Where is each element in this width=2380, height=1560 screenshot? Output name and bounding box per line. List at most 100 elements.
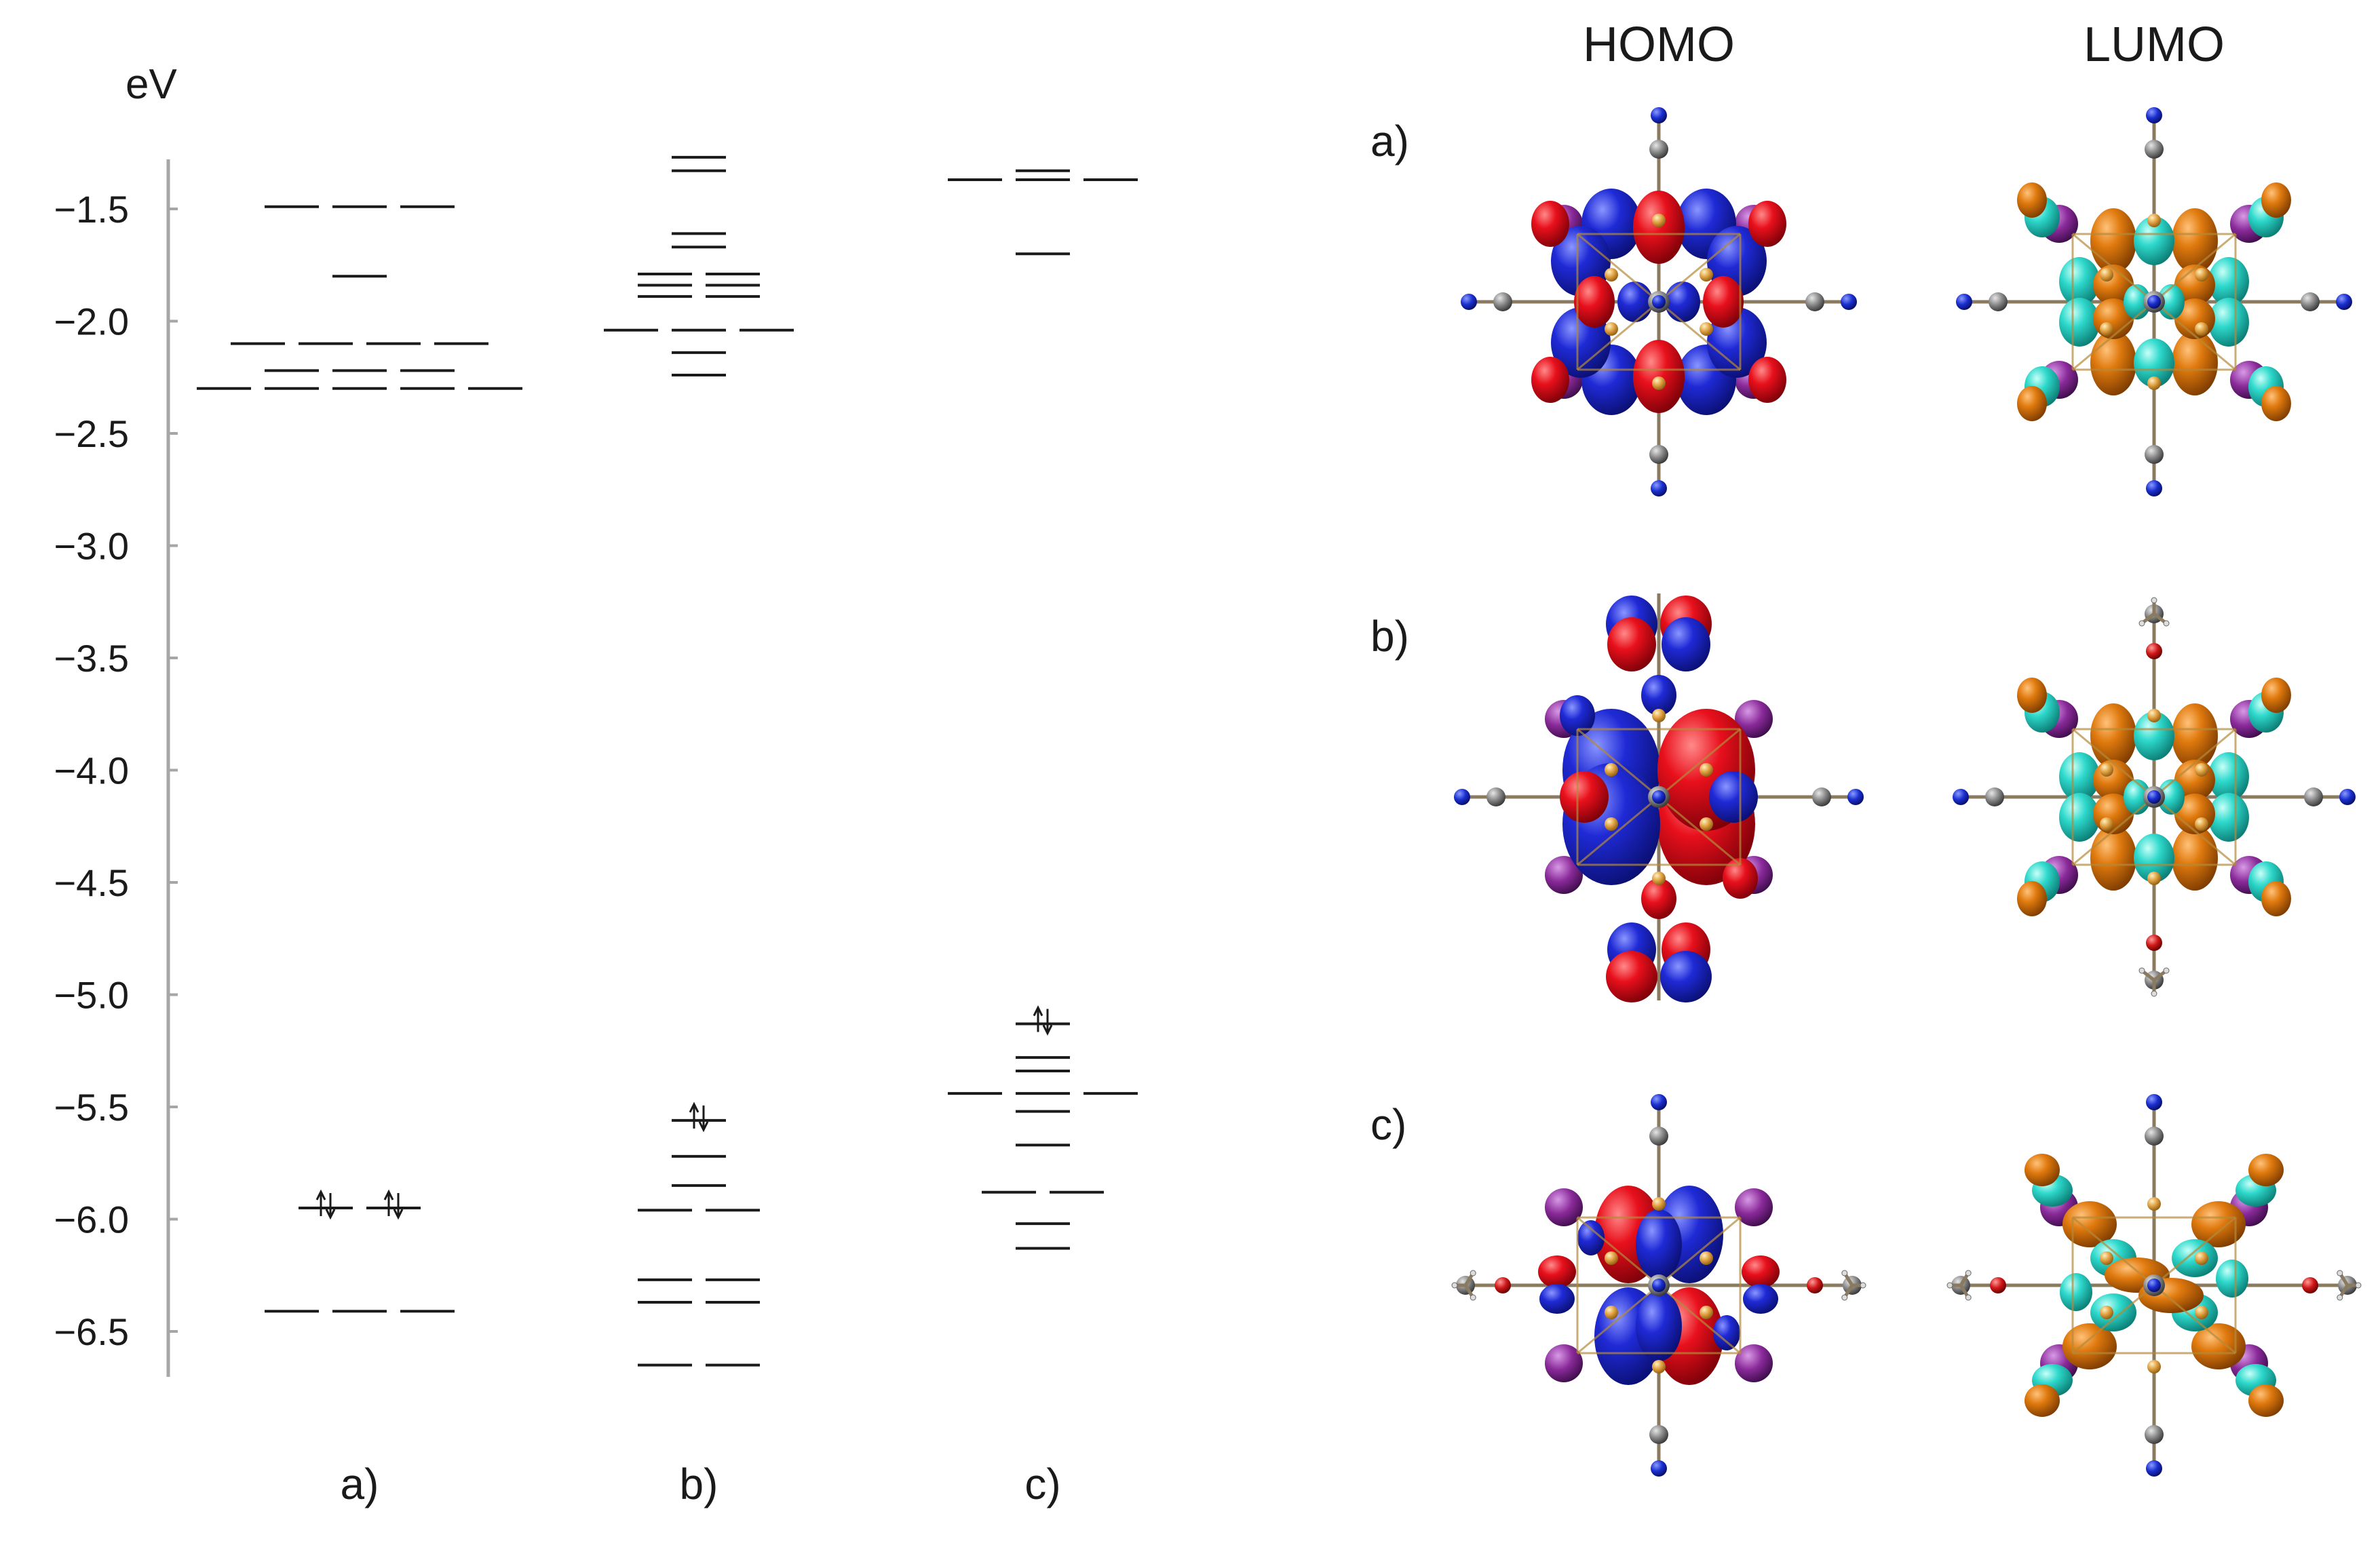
metal-atom (2147, 1197, 2161, 1211)
hydrogen-atom (2163, 967, 2170, 974)
carbon-atom (1985, 787, 2004, 806)
carbon-atom (2145, 1425, 2164, 1444)
energy-level (299, 1189, 421, 1220)
spin-down-arrow (698, 1105, 709, 1133)
oxygen-atom (2146, 643, 2162, 659)
metal-atom (2147, 1360, 2161, 1373)
hydrogen-atom (2151, 597, 2157, 604)
nitrogen-atom (1461, 294, 1477, 310)
orbital-panel: HOMO LUMO a)b)c) (1370, 18, 2362, 1477)
metal-atom (2100, 763, 2113, 777)
column-label: c) (1024, 1460, 1060, 1508)
energy-levels (197, 155, 1138, 1367)
halide-atom (1545, 856, 1583, 894)
metal-atom (1700, 268, 1713, 281)
hydrogen-atom (2138, 620, 2145, 627)
orbital-lobe (2090, 330, 2136, 395)
spin-down-arrow (1042, 1009, 1053, 1036)
orbital-lobe (2059, 793, 2100, 842)
orbital-lobe (2208, 793, 2249, 842)
metal-atom (1605, 1251, 1618, 1265)
orbital-lobe (2208, 298, 2249, 347)
metal-atom (2147, 214, 2161, 227)
orbital-lobe (2172, 703, 2218, 768)
lumo-isosurface (1946, 1094, 2362, 1477)
hydrogen-atom (2163, 620, 2170, 627)
orbital-lobe (1742, 1255, 1780, 1288)
orbital-lobe (2248, 1154, 2284, 1186)
column-labels: a)b)c) (341, 1460, 1061, 1508)
orbital-lobe (2059, 298, 2100, 347)
orbital-lobe (1641, 878, 1676, 919)
nitrogen-atom (1651, 1460, 1667, 1477)
orbital-lobe (1743, 1284, 1778, 1314)
metal-atom (1605, 322, 1618, 336)
carbon-atom (1649, 1425, 1668, 1444)
orbital-lobe (1636, 1209, 1682, 1280)
spin-down-arrow (393, 1192, 404, 1220)
lumo-isosurface (1956, 107, 2352, 496)
hydrogen-atom (2138, 967, 2145, 974)
metal-atom (1700, 1306, 1713, 1319)
carbon-atom (1989, 292, 2008, 311)
orbital-lobe (2261, 881, 2291, 916)
nitrogen-atom (1847, 789, 1864, 805)
halide-atom (1545, 1344, 1583, 1382)
nitrogen-atom (2339, 789, 2356, 805)
metal-atom (1605, 817, 1618, 831)
metal-atom (1700, 763, 1713, 777)
metal-atom (2195, 763, 2208, 777)
y-axis-unit-label: eV (126, 61, 177, 108)
metal-atom (1700, 1251, 1713, 1265)
orbital-lobe (1723, 858, 1758, 899)
orbital-lobe (1577, 1220, 1605, 1255)
hydrogen-atom (1965, 1270, 1972, 1276)
orbital-lobe (2024, 1384, 2060, 1417)
orbital-lobe (1636, 1291, 1682, 1361)
y-axis-ticks: −1.5−2.0−2.5−3.0−3.5−4.0−4.5−5.0−5.5−6.0… (54, 188, 178, 1353)
y-tick-label: −6.5 (54, 1310, 129, 1353)
carbon-atom (1649, 445, 1668, 464)
orbital-lobe (1662, 617, 1710, 671)
orbital-lobe (2134, 216, 2174, 265)
oxygen-atom (1807, 1277, 1823, 1293)
orbital-lobe (2059, 752, 2100, 801)
nitrogen-atom (1454, 789, 1470, 805)
orbital-lobe (1606, 951, 1657, 1002)
orbital-lobe (2216, 1260, 2248, 1298)
central-nitrogen-atom (2147, 295, 2161, 309)
orbital-lobe (2062, 1323, 2117, 1369)
metal-atom (2100, 1306, 2113, 1319)
orbital-lobe (2024, 1154, 2060, 1186)
metal-atom (2100, 322, 2113, 336)
column-label: a) (341, 1460, 379, 1508)
oxygen-atom (1990, 1277, 2006, 1293)
orbital-lobe (2017, 386, 2047, 421)
metal-atom (1605, 268, 1618, 281)
y-tick-label: −5.5 (54, 1086, 129, 1129)
orbital-lobe (2172, 208, 2218, 273)
carbon-atom (2304, 787, 2323, 806)
metal-atom (2147, 376, 2161, 390)
orbital-lobe (2248, 1384, 2284, 1417)
nitrogen-atom (1651, 107, 1667, 123)
metal-atom (2195, 1251, 2208, 1265)
orbital-row-label: b) (1370, 612, 1409, 661)
orbital-lobe (2060, 1273, 2092, 1311)
y-tick-label: −6.0 (54, 1198, 129, 1241)
hydrogen-atom (2337, 1270, 2343, 1276)
hydrogen-atom (1470, 1294, 1476, 1301)
metal-atom (1652, 214, 1666, 227)
metal-atom (1652, 376, 1666, 390)
homo-header: HOMO (1583, 18, 1735, 72)
orbital-lobe (1574, 276, 1615, 328)
orbital-row-label: a) (1370, 117, 1409, 165)
orbital-lobe (2172, 825, 2218, 891)
halide-atom (1735, 700, 1773, 738)
central-nitrogen-atom (2147, 1279, 2161, 1292)
carbon-atom (1486, 787, 1505, 806)
orbital-lobe (2208, 257, 2249, 306)
homo-isosurface (1461, 107, 1857, 496)
orbital-lobe (1641, 675, 1676, 716)
hydrogen-atom (1841, 1294, 1848, 1301)
